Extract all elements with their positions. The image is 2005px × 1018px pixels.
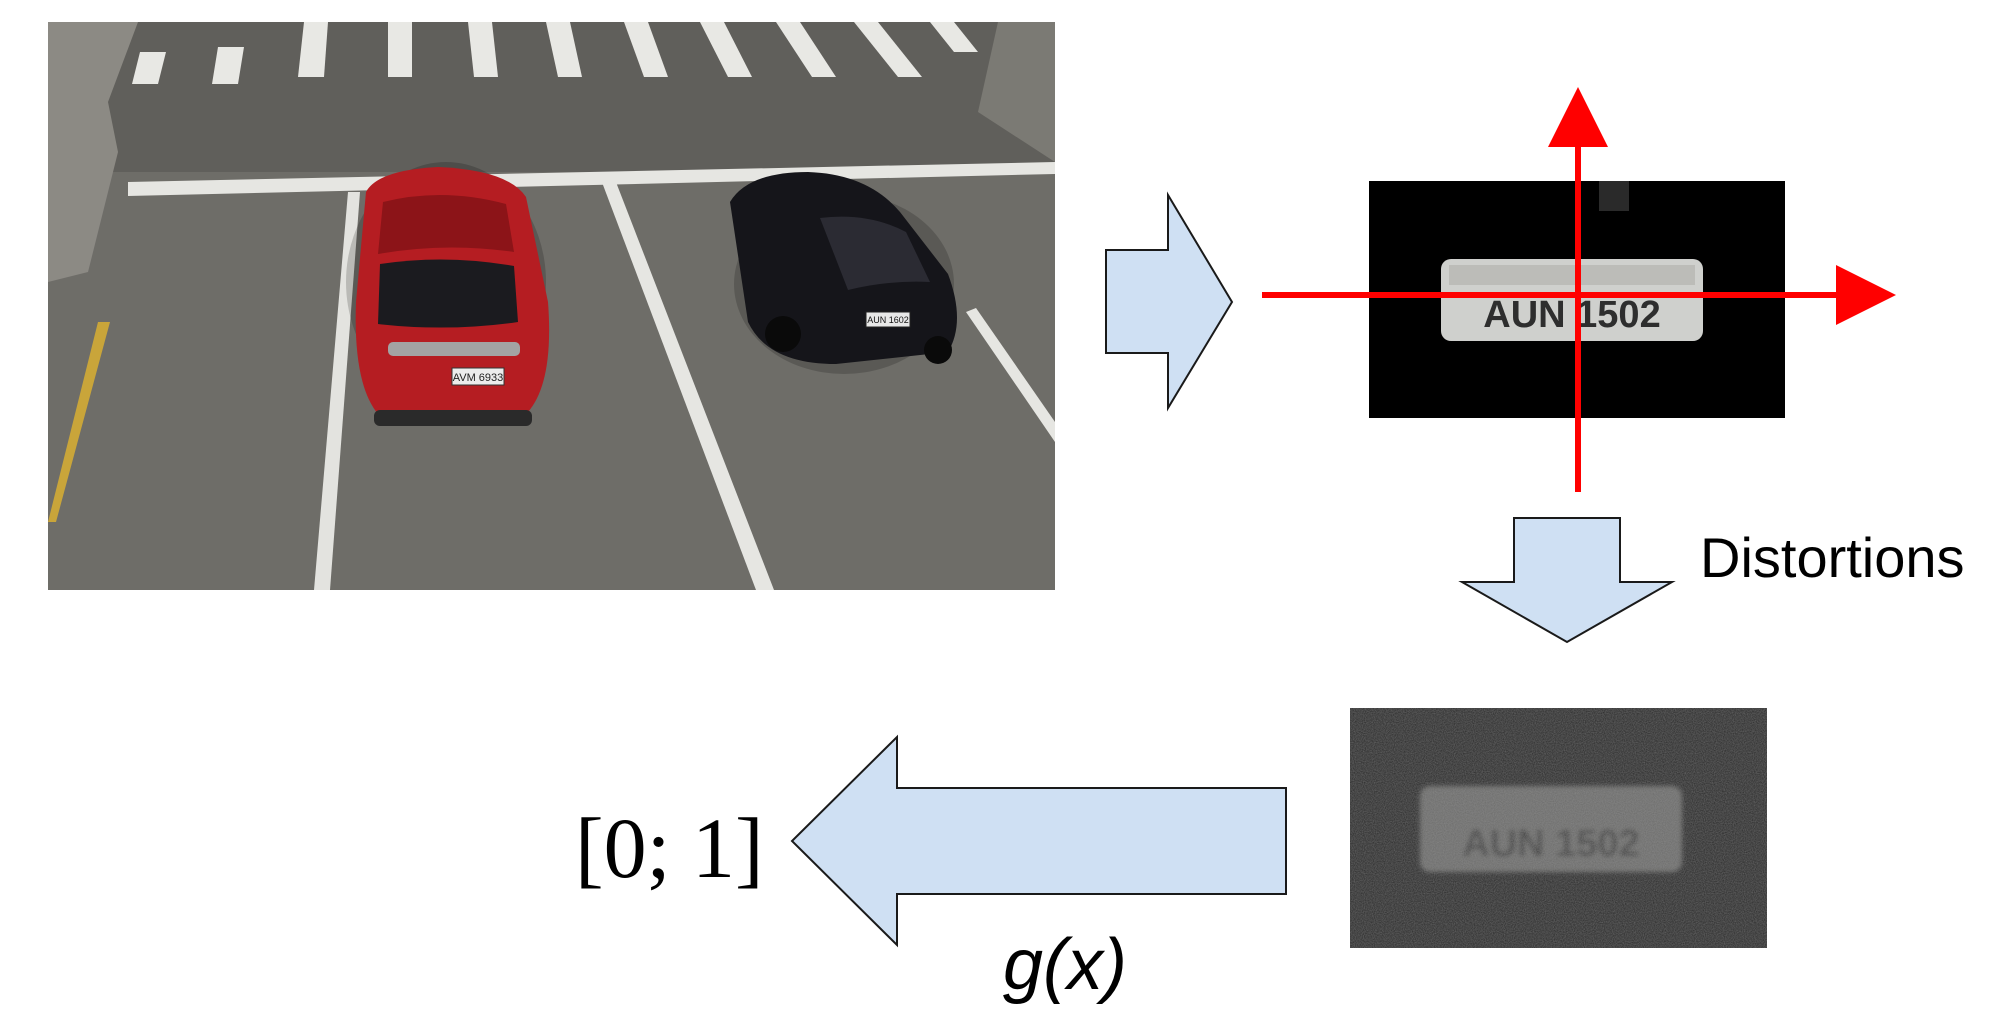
lane-line-right [966, 308, 1055, 442]
plate-crop-distorted: AUN 1502 [1350, 708, 1767, 948]
function-label: g(x) [1003, 925, 1127, 1005]
distortions-label: Distortions [1700, 526, 1965, 589]
black-car-plate: AUN 1602 [867, 315, 909, 325]
down-arrow [1458, 517, 1676, 644]
sidewalk-left [48, 22, 138, 282]
output-range-label: [0; 1] [575, 800, 764, 896]
lane-line-left [314, 192, 360, 590]
plate-text-clean: AUN 1502 [1483, 294, 1660, 336]
sidewalk-right [978, 22, 1055, 162]
traffic-photo: AVM 6933 AUN 1602 [48, 22, 1055, 590]
curb-marking [48, 322, 110, 522]
stop-line [128, 162, 1055, 196]
right-arrow [1105, 191, 1234, 412]
black-car: AUN 1602 [730, 172, 957, 374]
red-car-plate: AVM 6933 [453, 372, 504, 384]
left-arrow [790, 734, 1287, 948]
red-car: AVM 6933 [346, 162, 550, 426]
crosswalk [132, 22, 978, 84]
lane-line-middle [600, 177, 774, 590]
